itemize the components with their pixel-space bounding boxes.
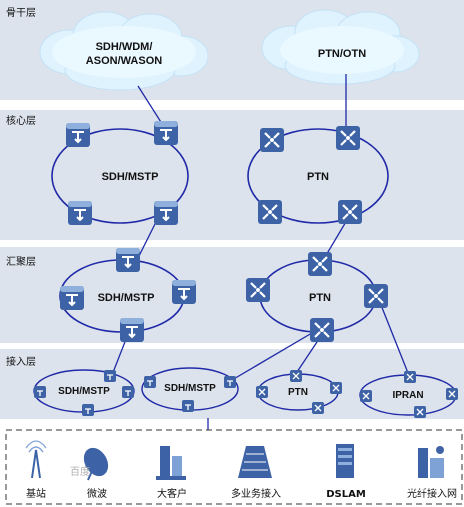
ring-label-acc-sdh-1: SDH/MSTP xyxy=(58,386,110,397)
agg-ptn-node xyxy=(306,250,334,278)
terminal-box xyxy=(5,429,463,505)
access-ipran-node xyxy=(413,405,427,419)
cloud-sdh-label-line1: SDH/WDM/ xyxy=(96,41,153,53)
layer-label-core: 核心层 xyxy=(6,114,36,127)
ring-label-core-sdh: SDH/MSTP xyxy=(102,171,159,183)
cloud-ptn-otn: PTN/OTN xyxy=(261,9,420,85)
access-node xyxy=(81,403,95,417)
layer-label-aggregation: 汇聚层 xyxy=(6,255,36,268)
agg-ptn-node xyxy=(244,276,272,304)
logo-watermark: 百度 xyxy=(70,465,90,478)
fiber-access-icon xyxy=(418,446,444,478)
ring-label-acc-ipran: IPRAN xyxy=(392,390,423,401)
dslam-icon xyxy=(336,444,354,478)
layer-label-backbone: 骨干层 xyxy=(6,7,36,19)
access-ptn-node xyxy=(311,401,325,415)
core-sdh-node xyxy=(65,122,91,148)
terminal-label-dslam: DSLAM xyxy=(326,489,366,500)
ring-label-agg-sdh: SDH/MSTP xyxy=(98,292,155,304)
cloud-sdh-wdm: SDH/WDM/ ASON/WASON xyxy=(39,11,209,91)
agg-sdh-node xyxy=(59,285,85,311)
terminal-label-multi-service: 多业务接入 xyxy=(231,487,281,500)
cloud-ptn-label: PTN/OTN xyxy=(318,48,366,60)
core-sdh-node xyxy=(153,120,179,146)
access-node xyxy=(223,375,237,389)
terminal-label-base-station: 基站 xyxy=(26,487,46,500)
terminal-label-fiber-access: 光纤接入网 xyxy=(407,487,457,500)
core-sdh-node xyxy=(67,200,93,226)
access-node xyxy=(121,385,135,399)
core-ptn-node xyxy=(336,198,364,226)
agg-sdh-node xyxy=(171,279,197,305)
access-ptn-node xyxy=(255,385,269,399)
agg-ptn-node xyxy=(308,316,336,344)
access-ipran-node xyxy=(445,387,459,401)
terminal-label-microwave: 微波 xyxy=(87,487,107,500)
access-node xyxy=(33,385,47,399)
layer-label-access: 接入层 xyxy=(6,355,36,368)
multi-service-access-icon xyxy=(238,446,272,478)
ring-label-acc-sdh-2: SDH/MSTP xyxy=(164,383,216,394)
access-node xyxy=(143,375,157,389)
core-ptn-node xyxy=(256,198,284,226)
microwave-dish-icon xyxy=(83,447,109,481)
access-node xyxy=(181,399,195,413)
ring-core-ptn xyxy=(247,128,389,224)
core-ptn-node xyxy=(258,126,286,154)
agg-sdh-node xyxy=(115,247,141,273)
terminal-label-enterprise: 大客户 xyxy=(157,487,187,500)
ring-label-core-ptn: PTN xyxy=(307,171,329,183)
agg-ptn-node xyxy=(362,282,390,310)
access-ptn-node xyxy=(329,381,343,395)
access-node xyxy=(103,369,117,383)
ring-label-agg-ptn: PTN xyxy=(309,292,331,304)
base-station-icon xyxy=(25,440,47,479)
ring-label-acc-ptn: PTN xyxy=(288,387,308,398)
access-ipran-node xyxy=(359,389,373,403)
core-sdh-node xyxy=(153,200,179,226)
ring-core-sdh xyxy=(51,128,189,224)
enterprise-building-icon xyxy=(156,446,186,480)
agg-sdh-node xyxy=(119,317,145,343)
core-ptn-node xyxy=(334,124,362,152)
csdn-watermark: CSDN @泡泡爱学习 xyxy=(335,478,454,494)
cloud-sdh-label-line2: ASON/WASON xyxy=(86,55,162,67)
access-ptn-node xyxy=(289,369,303,383)
access-ipran-node xyxy=(403,370,417,384)
